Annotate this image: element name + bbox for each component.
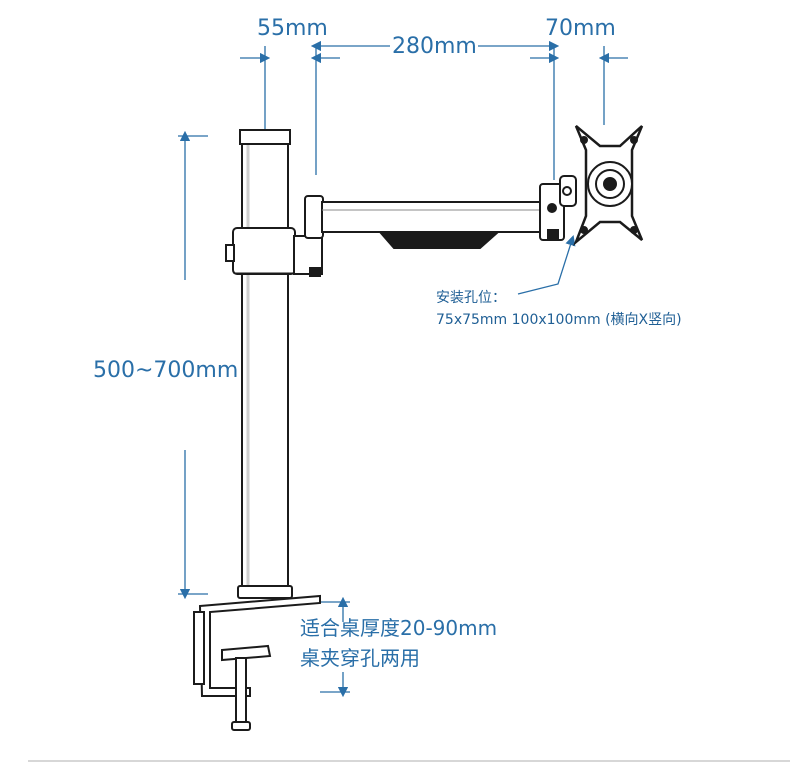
dimension-55mm: 55mm: [257, 16, 328, 41]
clamp-thickness: 适合桌厚度20-90mm: [300, 616, 498, 640]
bottom-divider: [28, 760, 790, 762]
clamp-note: 适合桌厚度20-90mm 桌夹穿孔两用: [300, 613, 497, 673]
clamp-usage: 桌夹穿孔两用: [300, 646, 420, 670]
mounting-holes-note: 安装孔位： 75x75mm 100x100mm (横向X竖向): [436, 287, 682, 331]
dimension-280mm: 280mm: [392, 34, 477, 59]
dimension-lines: [178, 40, 628, 698]
dimension-pole-height: 500~700mm: [93, 358, 239, 383]
dimension-70mm: 70mm: [545, 16, 616, 41]
mounting-holes-title: 安装孔位：: [436, 290, 506, 306]
mounting-holes-sizes: 75x75mm 100x100mm (横向X竖向): [436, 312, 682, 328]
monitor-arm: [193, 125, 644, 731]
